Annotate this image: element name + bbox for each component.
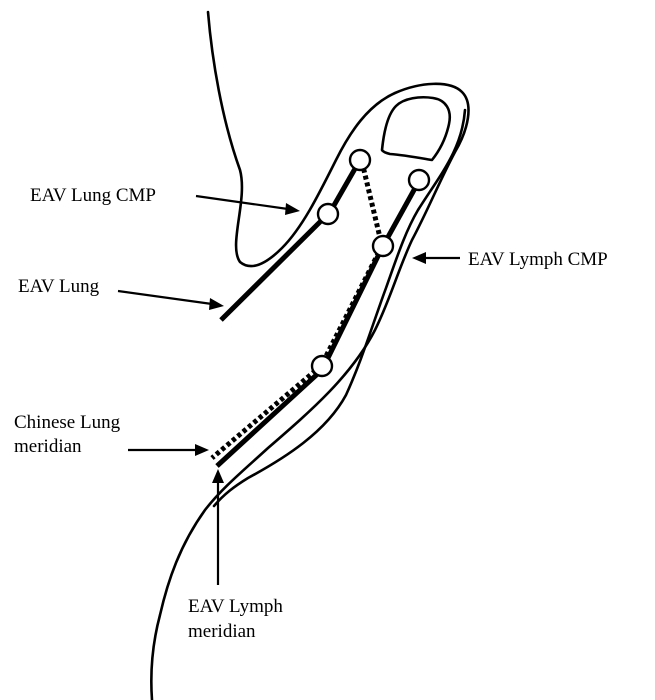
eav-lymph-meridian-label-line1: EAV Lymph [188, 596, 283, 617]
eav-lymph-meridian-mid-line [324, 246, 383, 366]
eav-lung-cmp-arrowhead [285, 203, 300, 215]
eav-lymph-meridian-lower-line [217, 368, 324, 466]
eav-lung-cmp-point [318, 204, 338, 224]
eav-lung-label: EAV Lung [18, 276, 100, 297]
thumb-outline [382, 97, 450, 160]
eav-lymph-meridian-label-line2: meridian [188, 621, 256, 642]
chinese-lung-meridian-arrowhead [195, 444, 209, 456]
arm-outline-palm [214, 110, 465, 506]
chinese-lung-meridian-lower-line [212, 366, 321, 458]
chinese-lung-meridian-upper-line [362, 162, 382, 246]
eav-lung-arrow-line [118, 291, 212, 304]
eav-lymph-cmp-arrowhead [412, 252, 426, 264]
eav-lung-cmp-label: EAV Lung CMP [30, 185, 156, 206]
eav-lymph-top-point [409, 170, 429, 190]
eav-lung-top-point [350, 150, 370, 170]
chinese-lung-meridian-label-line1: Chinese Lung [14, 412, 121, 433]
eav-lung-arrowhead [209, 298, 224, 310]
eav-lymph-cmp-point [373, 236, 393, 256]
wrist-point [312, 356, 332, 376]
eav-lymph-cmp-label: EAV Lymph CMP [468, 249, 608, 270]
eav-lymph-meridian-arrowhead [212, 469, 224, 483]
chinese-lung-meridian-label-line2: meridian [14, 436, 82, 457]
